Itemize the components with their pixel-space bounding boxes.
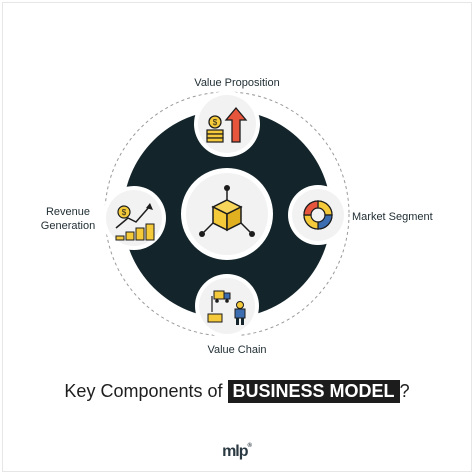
headline: Key Components of BUSINESS MODEL? [0,380,474,403]
headline-suffix: ? [399,381,410,401]
donut-chart-icon [303,200,333,230]
label-value-proposition: Value Proposition [194,77,280,89]
headline-prefix: Key Components of [64,381,223,401]
worker-truck-icon [207,290,246,325]
coins-arrow-up-icon: $ [206,106,248,143]
svg-text:$: $ [122,208,127,217]
node-value-proposition: $ [194,91,260,157]
brand-logo: mlp® [0,443,474,461]
logo-registered-mark: ® [247,443,252,449]
label-revenue-generation: Revenue Generation [30,205,106,233]
dashed-orbit [104,91,350,337]
label-revenue-line1: Revenue [45,206,91,218]
cube-network-icon [199,185,255,237]
label-value-chain: Value Chain [207,344,267,356]
node-market-segment [288,185,348,245]
center-node [181,168,273,260]
money-growth-chart-icon: $ [115,203,155,241]
label-revenue-line2: Generation [40,220,96,232]
node-value-chain [195,274,259,338]
node-revenue-generation: $ [102,186,166,250]
label-market-segment: Market Segment [352,211,433,223]
logo-text: mlp [222,443,248,460]
svg-text:$: $ [213,118,218,127]
headline-highlight: BUSINESS MODEL [227,380,400,403]
